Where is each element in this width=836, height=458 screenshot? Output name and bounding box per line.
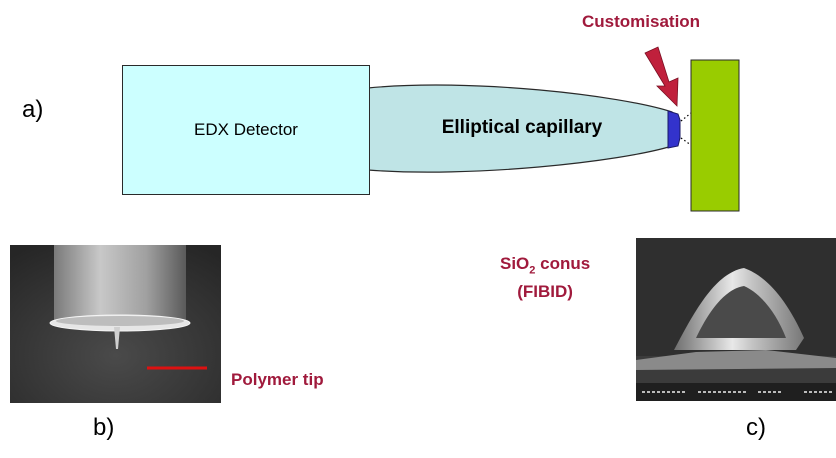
sio2-conus-line1: SiO2 conus [500,254,591,277]
panel-label-a: a) [22,96,44,123]
panel-label-b: b) [93,414,115,441]
edx-detector-box: EDX Detector [122,65,370,195]
polymer-tip-label: Polymer tip [231,370,324,389]
sample-block [690,59,740,212]
sio2-conus-sem-photo [636,238,836,401]
beam-dotted-lines [680,112,692,146]
panel-label-c: c) [746,414,766,441]
customised-tip-shape [667,110,681,149]
schematic-diagram [367,46,740,212]
edx-detector-label: EDX Detector [194,120,298,139]
capillary-label: Elliptical capillary [441,117,603,138]
sio2-conus-label: SiO2 conus (FIBID) [500,253,590,302]
customisation-label: Customisation [582,12,701,31]
sio2-conus-line2: (FIBID) [517,282,573,302]
polymer-tip-sem-photo [10,245,221,403]
customisation-arrow [644,46,679,107]
